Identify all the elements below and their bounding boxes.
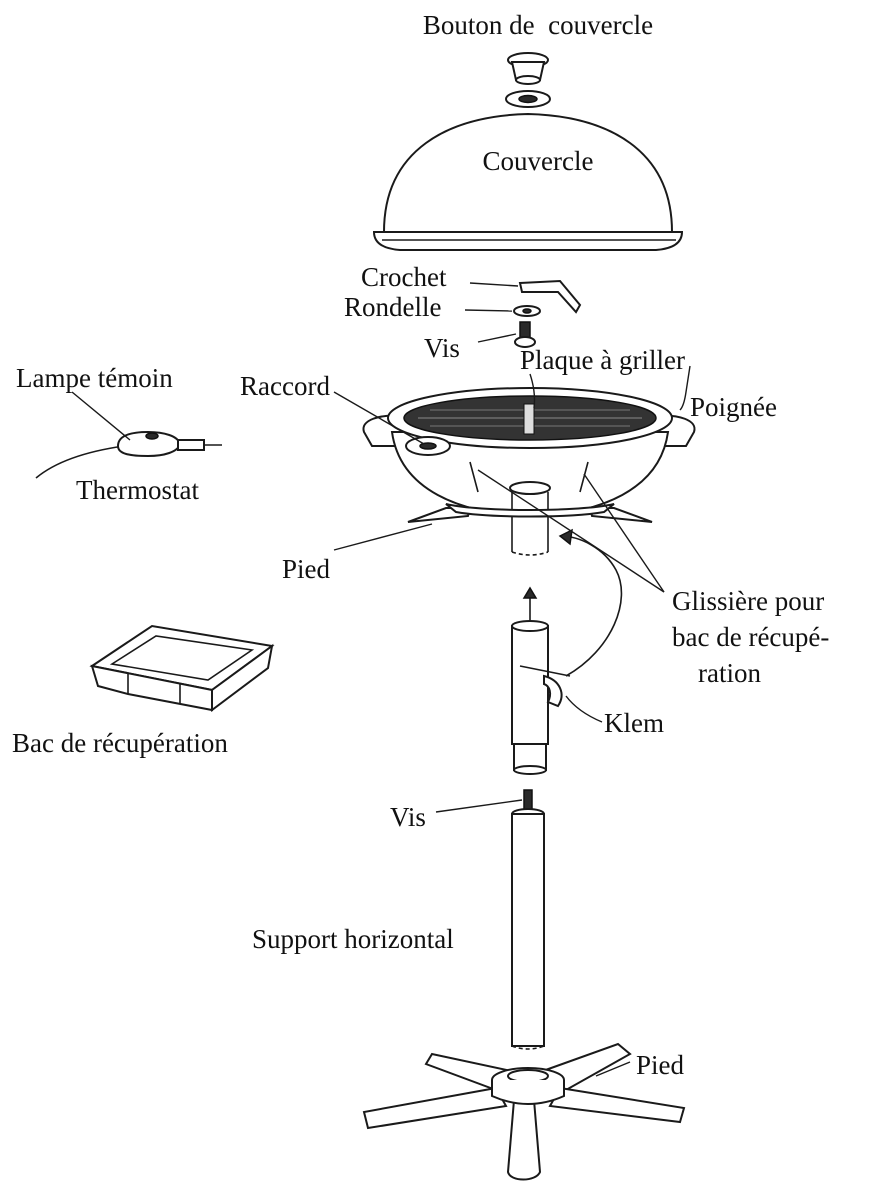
- lid-label: Couvercle: [483, 146, 594, 176]
- grill-plate-label: Plaque à griller: [520, 345, 685, 375]
- washer-part: [513, 305, 541, 317]
- screw-top-part: [514, 321, 536, 348]
- connector-label: Raccord: [240, 371, 330, 401]
- drip-tray-slide-label-line1: Glissière pour: [672, 586, 824, 616]
- leader-lines: [71, 282, 691, 1077]
- drip-tray-part: [89, 624, 275, 712]
- lid-knob-label: Bouton de couvercle: [423, 10, 653, 40]
- drip-tray-label: Bac de récupération: [12, 728, 228, 758]
- screw-top-label: Vis: [424, 333, 460, 363]
- thermostat-label: Thermostat: [76, 475, 199, 505]
- thermostat-part: [35, 430, 222, 479]
- hook-label: Crochet: [361, 262, 447, 292]
- horizontal-support-label: Support horizontal: [252, 924, 454, 954]
- hook-part: [518, 279, 582, 314]
- foot-bottom-label: Pied: [636, 1050, 685, 1080]
- foot-top-label: Pied: [282, 554, 331, 584]
- horizontal-support-part: [511, 789, 545, 1050]
- lid-part: [372, 112, 684, 251]
- upper-pole-part: [511, 528, 623, 775]
- indicator-lamp-label: Lampe témoin: [16, 363, 173, 393]
- lid-knob-part: [505, 52, 551, 108]
- clamp-label: Klem: [604, 708, 664, 738]
- drip-tray-slide-label-line3: ration: [698, 658, 761, 688]
- base-foot-part: [362, 1042, 686, 1181]
- handle-label: Poignée: [690, 392, 777, 422]
- drip-tray-slide-label-line2: bac de récupé-: [672, 622, 829, 652]
- grill-bowl-part: [362, 387, 696, 556]
- screw-bottom-label: Vis: [390, 802, 426, 832]
- washer-label: Rondelle: [344, 292, 441, 322]
- labels: Bouton de couvercle Couvercle Crochet Ro…: [12, 10, 829, 1080]
